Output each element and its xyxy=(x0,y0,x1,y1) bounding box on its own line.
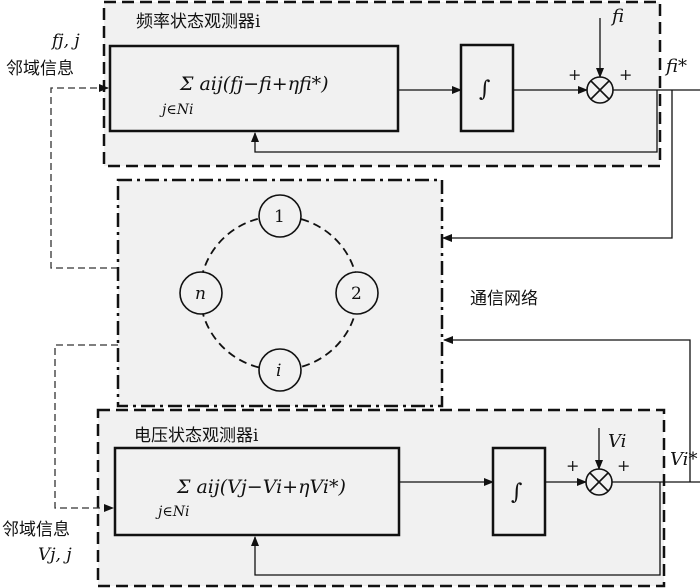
freq-sum-index: j∈Ni xyxy=(159,102,193,118)
volt-sum-block xyxy=(113,446,401,537)
freq-integrator-symbol: ∫ xyxy=(479,77,491,102)
freq-plus-1: + xyxy=(568,65,581,84)
freq-sum-block xyxy=(108,44,400,133)
network-node-1: 1 xyxy=(258,194,302,238)
volt-sum-index: j∈Ni xyxy=(155,504,189,520)
freq-integrator-block xyxy=(459,43,515,133)
network-label: 通信网络 xyxy=(470,289,538,309)
neighbor-top-vars: fj, j xyxy=(50,31,80,51)
svg-text:i: i xyxy=(276,361,281,381)
volt-integrator-block xyxy=(491,446,547,537)
volt-ref-input-label: Vi xyxy=(608,431,626,452)
svg-text:2: 2 xyxy=(351,284,362,304)
freq-summing-junction xyxy=(586,76,614,104)
neighbor-bottom-vars: Vj, j xyxy=(38,545,72,565)
volt-observer-title: 电压状态观测器i xyxy=(134,426,259,446)
network-node-i: i xyxy=(258,348,302,392)
neighbor-bottom-label: 邻域信息 xyxy=(2,520,70,540)
svg-text:1: 1 xyxy=(274,207,285,227)
volt-summing-junction xyxy=(585,468,613,496)
volt-integrator-symbol: ∫ xyxy=(511,480,523,505)
network-node-2: 2 xyxy=(335,271,379,315)
freq-sum-formula: Σ aij(fj−fi+ηfi*) xyxy=(179,73,329,95)
freq-observer-title: 频率状态观测器i xyxy=(136,12,261,32)
volt-plus-2: + xyxy=(617,456,630,475)
volt-plus-1: + xyxy=(566,456,579,475)
volt-sum-formula: Σ aij(Vj−Vi+ηVi*) xyxy=(176,476,346,498)
neighbor-top-label: 邻域信息 xyxy=(6,59,74,79)
svg-text:n: n xyxy=(195,284,206,304)
freq-output-label: fi* xyxy=(664,56,687,77)
network-node-n: n xyxy=(179,271,223,315)
freq-ref-input-label: fi xyxy=(610,6,624,27)
volt-output-label: Vi* xyxy=(670,449,697,470)
freq-plus-2: + xyxy=(619,65,632,84)
